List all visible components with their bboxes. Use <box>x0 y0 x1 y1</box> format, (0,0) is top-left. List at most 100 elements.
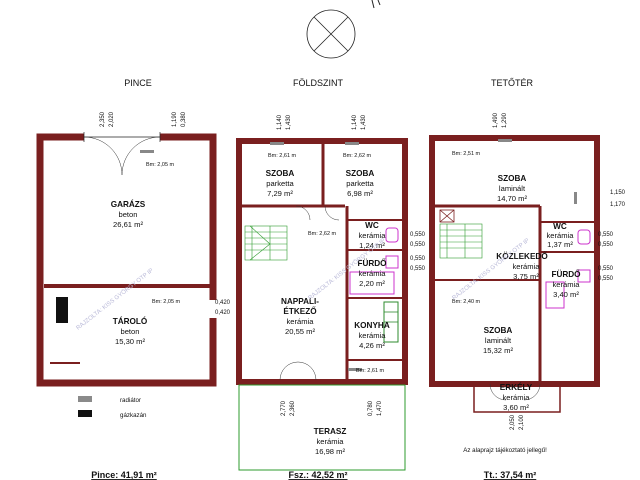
dim-attic-bottom-1: 2,050 <box>510 414 516 430</box>
attic-toilet-icon <box>577 229 591 245</box>
room-area-attic-room-2: 15,32 m² <box>483 346 513 355</box>
room-material-ground-room-2: parketta <box>346 179 374 188</box>
room-name-ground-wc: WC <box>365 221 379 230</box>
room-area-attic-room-1: 14,70 m² <box>497 194 527 203</box>
room-name-ground-room-2: SZOBA <box>346 169 375 178</box>
room-name-dining: ÉTKEZŐ <box>283 305 317 316</box>
room-area-attic-wc: 1,37 m² <box>547 240 573 249</box>
bathtub-icon <box>349 271 395 295</box>
room-material-garage: beton <box>118 210 137 219</box>
dim-ground-2: 1,430 <box>286 114 292 130</box>
ground-plan <box>236 138 408 385</box>
dim-attic-right-3: 0,550 <box>598 232 614 238</box>
ground-total: Fsz.: 42,52 m² <box>288 470 347 480</box>
room-material-terrace: kerámia <box>316 437 344 446</box>
dim-attic-2: 1,290 <box>502 112 508 128</box>
toilet-icon <box>385 227 399 243</box>
gas-boiler-icon <box>56 297 68 323</box>
legend: radiátor gázkazán <box>78 396 147 419</box>
bm-basement-1: Bm: 2,05 m <box>146 162 175 168</box>
room-area-ground-room-1: 7,29 m² <box>267 189 293 198</box>
room-area-living: 20,55 m² <box>285 327 315 336</box>
legend-boiler: gázkazán <box>120 412 147 419</box>
bm-ground-2: Bm: 2,62 m <box>343 153 372 159</box>
dim-ground-right-3: 0,550 <box>410 256 426 262</box>
bm-ground-1: Bm: 2,61 m <box>268 153 297 159</box>
bm-attic-1: Bm: 2,51 m <box>452 151 481 157</box>
room-material-attic-bath: kerámia <box>552 280 580 289</box>
ground-title: FÖLDSZINT <box>293 78 344 88</box>
room-material-attic-hall: kerámia <box>512 262 540 271</box>
attic-shower-icon <box>545 281 565 309</box>
room-material-living: kerámia <box>286 317 314 326</box>
dim-ground-bottom-3: 0,780 <box>368 400 374 416</box>
dim-ground-right-2: 0,550 <box>410 242 426 248</box>
dim-attic-right-2: 1,170 <box>610 202 626 208</box>
attic-title: TETŐTÉR <box>491 78 533 88</box>
room-name-garage: GARÁZS <box>111 199 146 209</box>
room-area-ground-wc: 1,24 m² <box>359 241 385 250</box>
room-material-attic-wc: kerámia <box>546 231 574 240</box>
room-name-ground-bath: FÜRDŐ <box>357 257 387 268</box>
room-name-attic-wc: WC <box>553 222 567 231</box>
boiler-legend-icon <box>78 410 92 417</box>
dim-attic-right-4: 0,550 <box>598 242 614 248</box>
room-name-kitchen: KONYHA <box>354 321 390 330</box>
room-area-garage: 26,61 m² <box>113 220 143 229</box>
bm-attic-2: Bm: 2,40 m <box>452 299 481 305</box>
room-material-storage: beton <box>120 327 139 336</box>
dim-ground-right-1: 0,550 <box>410 232 426 238</box>
room-material-ground-room-1: parketta <box>266 179 294 188</box>
dim-basement-3: 1,190 <box>172 111 178 127</box>
compass-icon <box>306 0 381 59</box>
room-material-attic-room-1: laminált <box>499 184 526 193</box>
dim-ground-bottom-4: 1,470 <box>377 400 383 416</box>
dim-attic-right-1: 1,150 <box>610 190 626 196</box>
disclaimer-note: Az alaprajz tájékoztató jellegű! <box>463 447 547 454</box>
sink-icon <box>385 255 399 269</box>
room-name-attic-room-1: SZOBA <box>498 174 527 183</box>
dim-ground-left-1: 0,420 <box>215 300 231 306</box>
dim-basement-2: 2,020 <box>109 111 115 127</box>
room-material-ground-wc: kerámia <box>358 231 386 240</box>
room-material-attic-room-2: laminált <box>485 336 512 345</box>
room-area-attic-hall: 3,75 m² <box>513 272 539 281</box>
dim-ground-4: 1,430 <box>361 114 367 130</box>
attic-total: Tt.: 37,54 m² <box>484 470 537 480</box>
dim-attic-right-6: 0,550 <box>598 276 614 282</box>
bm-basement-2: Bm: 2,05 m <box>152 299 181 305</box>
room-name-balcony: ERKÉLY <box>500 382 533 392</box>
room-name-attic-hall: KÖZLEKEDŐ <box>496 250 548 261</box>
dim-attic-right-5: 0,550 <box>598 266 614 272</box>
dim-attic-bottom-2: 2,100 <box>519 414 525 430</box>
dim-ground-bottom-1: 2,770 <box>281 400 287 416</box>
dim-basement-1: 2,350 <box>100 111 106 127</box>
terrace-outline <box>238 384 406 471</box>
attic-sink-icon <box>577 269 591 283</box>
room-area-storage: 15,30 m² <box>115 337 145 346</box>
dim-basement-4: 0,380 <box>181 111 187 127</box>
room-area-ground-bath: 2,20 m² <box>359 279 385 288</box>
room-name-storage: TÁROLÓ <box>113 315 148 326</box>
dim-ground-bottom-2: 2,360 <box>290 400 296 416</box>
radiator-legend-icon <box>78 396 92 402</box>
dim-ground-1: 1,140 <box>277 114 283 130</box>
basement-plan <box>36 132 218 387</box>
dim-ground-left-2: 0,420 <box>215 310 231 316</box>
dim-attic-1: 1,490 <box>493 112 499 128</box>
bm-ground-3: Bm: 2,62 m <box>308 231 337 237</box>
room-name-ground-room-1: SZOBA <box>266 169 295 178</box>
legend-radiator: radiátor <box>120 397 141 404</box>
room-name-terrace: TERASZ <box>314 427 347 436</box>
room-name-attic-room-2: SZOBA <box>484 326 513 335</box>
dim-ground-3: 1,140 <box>352 114 358 130</box>
bm-ground-4: Bm: 2,61 m <box>356 368 385 374</box>
room-material-balcony: kerámia <box>502 393 530 402</box>
basement-title: PINCE <box>124 78 152 88</box>
attic-plan <box>429 135 600 413</box>
room-material-ground-bath: kerámia <box>358 269 386 278</box>
room-name-attic-bath: FÜRDŐ <box>551 268 581 279</box>
basement-total: Pince: 41,91 m² <box>91 470 157 480</box>
room-name-living: NAPPALI- <box>281 297 319 306</box>
